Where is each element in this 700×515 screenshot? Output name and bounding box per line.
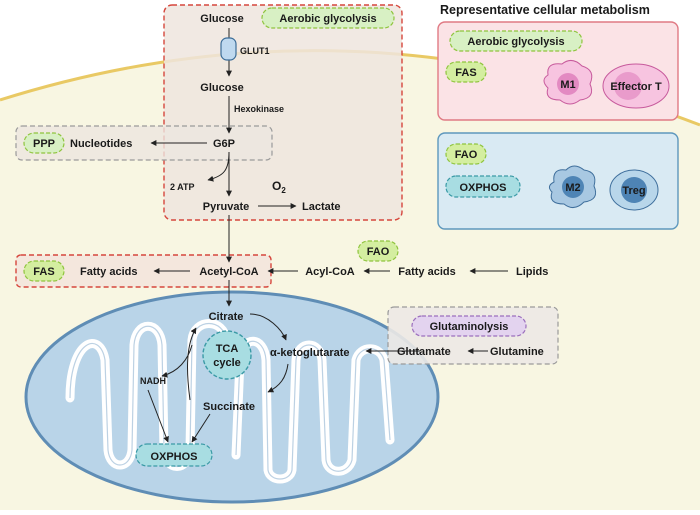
legend-fas-pill	[445, 61, 487, 83]
glucose-extracellular: Glucose	[200, 13, 243, 25]
m1-cell-icon: M1	[543, 60, 593, 105]
m2-label: M2	[565, 182, 580, 194]
oxygen-label: O2	[272, 179, 286, 195]
fatty-acids-fao-node: Fatty acids	[398, 266, 455, 278]
fas-label: FAS	[33, 266, 54, 278]
aerobic-glycolysis-pill	[261, 7, 395, 29]
legend-fao-pill	[445, 143, 487, 165]
citrate-node: Citrate	[209, 311, 244, 323]
tca-cycle-node	[202, 330, 252, 380]
alpha-ketoglutarate-node: α-ketoglutarate	[270, 347, 350, 359]
nucleotides-node: Nucleotides	[70, 138, 132, 150]
fas-box	[15, 254, 272, 288]
legend-oxphos-pill	[445, 175, 521, 198]
figure-title: Representative cellular metabolism	[440, 3, 650, 17]
legend-fao-label: FAO	[455, 149, 478, 161]
ppp-label: PPP	[33, 138, 55, 150]
effector-t-label: Effector T	[610, 81, 662, 93]
effector-t-cell-icon: Effector T	[602, 63, 670, 109]
treg-cell-icon: Treg	[609, 169, 659, 211]
ppp-pill	[23, 132, 65, 154]
lipids-node: Lipids	[516, 266, 548, 278]
ppp-box	[15, 125, 273, 161]
tca-label-line2: cycle	[213, 357, 241, 369]
fas-pill	[23, 260, 65, 282]
legend-fas-label: FAS	[455, 67, 476, 79]
glutamate-node: Glutamate	[397, 346, 451, 358]
glutaminolysis-pill	[411, 315, 527, 337]
lactate-node: Lactate	[302, 201, 341, 213]
glut1-label: GLUT1	[240, 46, 270, 56]
atp-label: 2 ATP	[170, 182, 195, 192]
treg-label: Treg	[622, 185, 645, 197]
glutaminolysis-label: Glutaminolysis	[430, 321, 509, 333]
legend-aerobic-glycolysis-label: Aerobic glycolysis	[467, 36, 564, 48]
hexokinase-label: Hexokinase	[234, 104, 284, 114]
fao-label: FAO	[367, 246, 390, 258]
succinate-node: Succinate	[203, 401, 255, 413]
m1-label: M1	[560, 79, 575, 91]
glut1-transporter-icon	[220, 37, 237, 61]
aerobic-glycolysis-label: Aerobic glycolysis	[279, 13, 376, 25]
tca-label-line1: TCA	[216, 343, 239, 355]
nadh-node: NADH	[140, 376, 166, 386]
legend-aerobic-glycolysis-pill	[449, 30, 583, 52]
acyl-coa-node: Acyl-CoA	[305, 266, 355, 278]
pyruvate-node: Pyruvate	[203, 201, 249, 213]
mitochondrion	[24, 290, 440, 504]
acetyl-coa-node: Acetyl-CoA	[199, 266, 258, 278]
m2-cell-icon: M2	[548, 165, 597, 208]
oxphos-label: OXPHOS	[150, 451, 197, 463]
glutamine-node: Glutamine	[490, 346, 544, 358]
g6p-node: G6P	[213, 138, 235, 150]
fao-pill	[357, 240, 399, 262]
oxphos-pill	[135, 443, 213, 467]
legend-oxphos-label: OXPHOS	[459, 182, 506, 194]
glucose-intracellular: Glucose	[200, 82, 243, 94]
fatty-acids-fas-node: Fatty acids	[80, 266, 137, 278]
